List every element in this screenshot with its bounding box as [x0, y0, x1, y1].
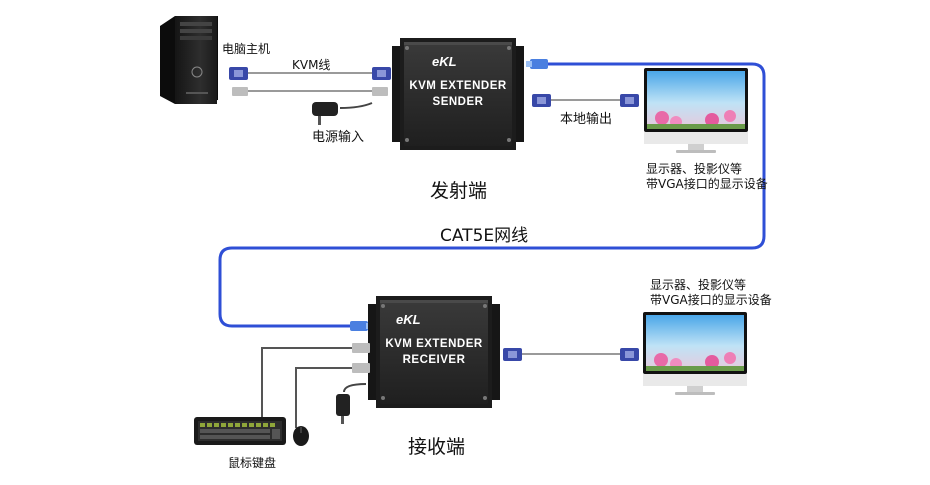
vga-plug-sender-out [532, 94, 551, 107]
rj45-plug-sender [530, 59, 548, 69]
keyboard-graphic [194, 417, 286, 445]
display-bottom-line2: 带VGA接口的显示设备 [650, 293, 772, 307]
monitor-bottom-graphic [643, 312, 747, 395]
mouse-cable [295, 367, 352, 428]
power-input-label: 电源输入 [312, 130, 365, 145]
sender-logo: eKL [432, 54, 457, 69]
receiver-model-line1: KVM EXTENDER [385, 338, 483, 350]
power-adapter-sender [312, 102, 373, 125]
vga-plug-monitor-bottom [620, 348, 639, 361]
sender-caption: 发射端 [430, 180, 488, 202]
receiver-caption: 接收端 [408, 436, 466, 458]
usb-plug-pc [232, 87, 248, 96]
display-bottom-line1: 显示器、投影仪等 [650, 278, 747, 292]
keyboard-cable [261, 347, 352, 420]
vga-plug-sender-in [372, 67, 391, 80]
mouse-graphic [293, 426, 309, 446]
local-output-label: 本地输出 [560, 112, 613, 127]
vga-plug-receiver-out [503, 348, 522, 361]
receiver-logo: eKL [396, 312, 421, 327]
receiver-model-line2: RECEIVER [402, 354, 466, 366]
sender-device-graphic [392, 38, 524, 150]
display-top-line1: 显示器、投影仪等 [646, 162, 743, 176]
pc-tower-graphic [160, 16, 218, 104]
sender-model-line1: KVM EXTENDER [409, 80, 507, 92]
display-top-line2: 带VGA接口的显示设备 [646, 177, 768, 191]
power-adapter-receiver [336, 383, 367, 424]
vga-plug-monitor-top [620, 94, 639, 107]
rj45-plug-receiver [350, 321, 368, 331]
sender-model-line2: SENDER [432, 96, 484, 108]
pc-host-label: 电脑主机 [222, 42, 271, 56]
network-cable-label: CAT5E网线 [440, 226, 529, 246]
kvm-cable-label: KVM线 [292, 58, 331, 72]
receiver-device-graphic [368, 296, 500, 408]
cat5e-cable [218, 62, 766, 328]
keyboard-mouse-label: 鼠标键盘 [228, 456, 277, 470]
vga-plug-pc [229, 67, 248, 80]
monitor-top-graphic [644, 68, 748, 153]
